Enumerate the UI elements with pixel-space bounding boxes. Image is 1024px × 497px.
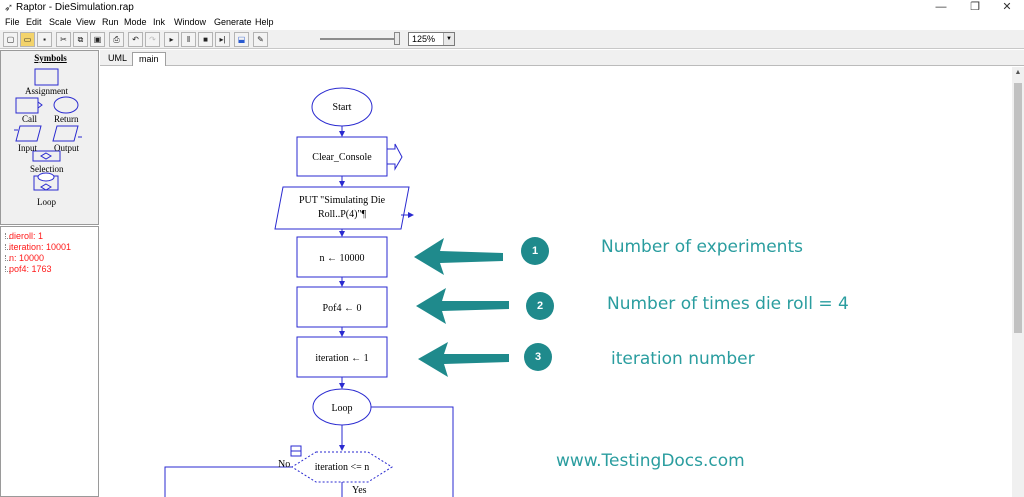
copy-icon[interactable]: ⧉ xyxy=(73,32,88,47)
menu-scale[interactable]: Scale xyxy=(49,17,72,27)
annotation-badge-3: 3 xyxy=(524,343,552,371)
return-symbol-icon[interactable] xyxy=(53,96,79,114)
menu-ink[interactable]: Ink xyxy=(153,17,166,27)
redo-icon[interactable]: ↷ xyxy=(145,32,160,47)
new-icon[interactable]: ▢ xyxy=(3,32,18,47)
annotation-text-3: iteration number xyxy=(611,349,755,369)
put-label-line2: Roll..P(4)"¶ xyxy=(318,209,367,220)
put-output[interactable] xyxy=(274,186,410,230)
symbols-panel: Symbols Assignment Call Return Input Out… xyxy=(0,50,99,225)
menu-generate[interactable]: Generate xyxy=(214,17,252,27)
symbol-shapes xyxy=(14,68,82,191)
close-button[interactable]: ✕ xyxy=(1002,1,1012,13)
symbol-label-output: Output xyxy=(54,143,80,153)
put-label-line1: PUT "Simulating Die xyxy=(299,195,386,206)
menu-run[interactable]: Run xyxy=(102,17,119,27)
symbol-label-call: Call xyxy=(22,114,37,124)
pause-icon[interactable]: ‖ xyxy=(181,32,196,47)
maximize-button[interactable]: ❐ xyxy=(970,1,980,13)
symbol-label-return: Return xyxy=(54,114,79,124)
minimize-button[interactable]: — xyxy=(935,1,947,13)
annotation-badge-2: 2 xyxy=(526,292,554,320)
tabs-bar: UML main xyxy=(100,50,1024,66)
input-symbol-icon[interactable] xyxy=(15,125,42,142)
menu-edit[interactable]: Edit xyxy=(26,17,42,27)
cut-icon[interactable]: ✂ xyxy=(56,32,71,47)
scrollbar-thumb[interactable] xyxy=(1014,83,1022,333)
paste-icon[interactable]: ▣ xyxy=(90,32,105,47)
watermark-text: www.TestingDocs.com xyxy=(556,451,745,471)
stop-icon[interactable]: ■ xyxy=(198,32,213,47)
annotation-arrow-1 xyxy=(414,238,503,275)
condition-label: iteration <= n xyxy=(315,462,370,473)
step-icon[interactable]: ▸ xyxy=(164,32,179,47)
assign-iteration-label: iteration ← 1 xyxy=(315,353,368,364)
menu-mode[interactable]: Mode xyxy=(124,17,147,27)
toolbar: ▢ ▭ ▪ ✂ ⧉ ▣ ⎙ ↶ ↷ ▸ ‖ ■ ▸| ⬓ ✎ xyxy=(0,30,1024,49)
output-symbol-icon[interactable] xyxy=(52,125,79,142)
variables-panel: dieroll: 1 iteration: 10001 n: 10000 pof… xyxy=(0,226,99,497)
title-bar: ➶ Raptor - DieSimulation.rap — ❐ ✕ xyxy=(0,0,1024,16)
annotation-text-1: Number of experiments xyxy=(601,237,803,257)
symbols-title: Symbols xyxy=(34,53,67,63)
open-icon[interactable]: ▭ xyxy=(20,32,35,47)
variable-dieroll[interactable]: dieroll: 1 xyxy=(9,231,44,241)
window-title: Raptor - DieSimulation.rap xyxy=(16,2,134,13)
selection-symbol-icon[interactable] xyxy=(32,150,61,162)
yes-label: Yes xyxy=(352,485,367,496)
menu-bar: File Edit Scale View Run Mode Ink Window… xyxy=(0,16,1024,30)
zoom-slider-thumb[interactable] xyxy=(394,32,400,45)
print-icon[interactable]: ⎙ xyxy=(109,32,124,47)
call-arrow-icon xyxy=(386,143,403,171)
zoom-slider-track[interactable] xyxy=(320,38,398,40)
step-to-completion-icon[interactable]: ▸| xyxy=(215,32,230,47)
variable-pof4[interactable]: pof4: 1763 xyxy=(9,264,52,274)
symbol-label-input: Input xyxy=(18,143,37,153)
symbol-label-loop: Loop xyxy=(37,197,56,207)
assign-pof4-label: Pof4 ← 0 xyxy=(323,303,362,314)
menu-view[interactable]: View xyxy=(76,17,96,27)
annotation-text-2: Number of times die roll = 4 xyxy=(607,294,849,314)
annotation-arrow-2 xyxy=(416,288,509,324)
menu-window[interactable]: Window xyxy=(174,17,207,27)
symbol-label-assignment: Assignment xyxy=(25,86,69,96)
pen-icon[interactable]: ✎ xyxy=(253,32,268,47)
variable-n[interactable]: n: 10000 xyxy=(9,253,45,263)
tab-uml[interactable]: UML xyxy=(108,53,128,63)
loop-label: Loop xyxy=(331,403,352,414)
assignment-symbol-icon[interactable] xyxy=(34,68,59,86)
flowchart-canvas[interactable] xyxy=(104,67,1012,497)
call-symbol-icon[interactable] xyxy=(15,97,39,114)
scroll-up-icon[interactable]: ▲ xyxy=(1014,69,1022,76)
menu-help[interactable]: Help xyxy=(255,17,274,27)
raptor-app-icon: ➶ xyxy=(4,2,14,14)
undo-icon[interactable]: ↶ xyxy=(128,32,143,47)
annotation-badge-1: 1 xyxy=(521,237,549,265)
chevron-down-icon[interactable]: ▼ xyxy=(443,33,454,45)
tab-main[interactable]: main xyxy=(132,52,166,66)
save-icon[interactable]: ▪ xyxy=(37,32,52,47)
test-icon[interactable]: ⬓ xyxy=(234,32,249,47)
symbol-label-selection: Selection xyxy=(30,164,64,174)
menu-file[interactable]: File xyxy=(5,17,20,27)
assign-n-label: n ← 10000 xyxy=(320,253,365,264)
zoom-value: 125% xyxy=(412,34,436,44)
annotation-arrow-3 xyxy=(418,342,509,377)
zoom-select[interactable]: 125% ▼ xyxy=(408,32,455,46)
vertical-scrollbar[interactable]: ▲ xyxy=(1012,67,1024,497)
start-label: Start xyxy=(333,102,352,113)
clear-console-label: Clear_Console xyxy=(312,152,372,163)
no-label: No xyxy=(278,459,290,470)
variable-iteration[interactable]: iteration: 10001 xyxy=(9,242,72,252)
